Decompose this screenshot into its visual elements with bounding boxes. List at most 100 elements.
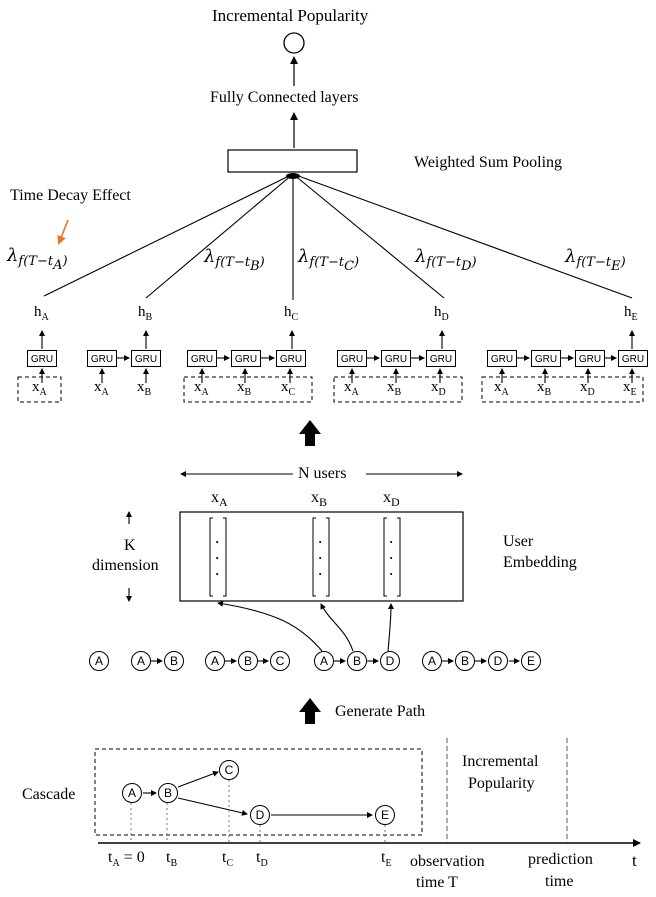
cascade-node-d: D — [250, 805, 270, 825]
hidden-state-d: hD — [434, 304, 449, 323]
time-decay-label: Time Decay Effect — [10, 187, 131, 204]
embedding-dots: · · · — [215, 534, 220, 581]
path-node: B — [347, 651, 367, 671]
time-label-e: tE — [381, 849, 392, 870]
embedding-title-line1: User — [503, 533, 534, 550]
gru-input: xA — [344, 379, 359, 398]
n-users-label: N users — [298, 465, 347, 482]
gru-cell: GRU — [276, 350, 306, 367]
gru-cell: GRU — [337, 350, 367, 367]
time-decay-arrow — [57, 219, 69, 245]
dimension-label: dimension — [92, 557, 159, 574]
gru-cell: GRU — [575, 350, 605, 367]
cascade-node-a: A — [122, 783, 142, 803]
gru-input: xD — [580, 379, 595, 398]
big-up-arrow-1 — [299, 420, 321, 446]
gru-input: xC — [281, 379, 296, 398]
cascade-node-c: C — [219, 760, 239, 780]
path-node: B — [238, 651, 258, 671]
cascade-node-e: E — [375, 805, 395, 825]
time-label-c: tC — [222, 849, 234, 870]
embedding-dots: · · · — [318, 534, 323, 581]
cascade-node-b: B — [158, 783, 178, 803]
gru-input: xA — [494, 379, 509, 398]
path-node: C — [270, 651, 290, 671]
lookup-arrows — [217, 600, 394, 652]
gru-input: xA — [32, 379, 47, 398]
time-label-b: tB — [166, 849, 178, 870]
output-node — [283, 32, 305, 54]
path-node: A — [422, 651, 442, 671]
gru-cell: GRU — [187, 350, 217, 367]
time-label-a: tA = 0 — [108, 849, 145, 870]
gru-cell: GRU — [381, 350, 411, 367]
lambda-weight-d: λf(T−tD) — [415, 246, 477, 274]
gru-input: xB — [387, 379, 402, 398]
path-node: A — [131, 651, 151, 671]
path-node: B — [164, 651, 184, 671]
embedding-title-line2: Embedding — [503, 554, 577, 571]
path-node: A — [314, 651, 334, 671]
gru-cell: GRU — [131, 350, 161, 367]
pooling-box — [227, 149, 358, 173]
cascade-box — [94, 748, 423, 836]
generate-path-label: Generate Path — [335, 703, 426, 720]
embedding-column-brackets — [209, 517, 401, 597]
prediction-label-line1: prediction — [528, 851, 593, 868]
gru-input: xA — [94, 379, 109, 398]
embedding-dots: · · · — [389, 534, 394, 581]
fc-layers-label: Fully Connected layers — [210, 89, 359, 106]
path-node: D — [488, 651, 508, 671]
hidden-state-a: hA — [34, 304, 49, 323]
lambda-weight-e: λf(T−tE) — [565, 246, 626, 274]
path-node: D — [380, 651, 400, 671]
gru-input: xD — [431, 379, 446, 398]
gru-cell: GRU — [426, 350, 456, 367]
hidden-state-b: hB — [138, 304, 153, 323]
time-label-d: tD — [256, 849, 268, 870]
path-node: E — [521, 651, 541, 671]
gru-input: xB — [537, 379, 552, 398]
observation-label-line1: observation — [410, 853, 485, 870]
gru-cell: GRU — [618, 350, 648, 367]
gru-cell: GRU — [231, 350, 261, 367]
prediction-label-line2: time — [545, 873, 574, 890]
gru-cell: GRU — [531, 350, 561, 367]
path-node: B — [455, 651, 475, 671]
output-title: Incremental Popularity — [212, 6, 369, 25]
big-up-arrow-2 — [299, 698, 321, 724]
input-dashed-boxes — [17, 376, 644, 403]
pooling-junction — [286, 173, 300, 179]
cascade-arrows — [143, 770, 373, 818]
time-drop-lines — [130, 780, 386, 843]
gru-cell: GRU — [487, 350, 517, 367]
observation-label-line2: time T — [416, 874, 458, 891]
cascade-label: Cascade — [22, 786, 76, 803]
time-axis-label: t — [632, 851, 637, 870]
gru-to-h-arrows — [39, 330, 635, 349]
embedding-col-label-a: xA — [211, 489, 228, 510]
incremental-label-line1: Incremental — [462, 753, 539, 770]
pooling-lines — [43, 173, 633, 300]
path-node: A — [89, 651, 109, 671]
gru-input: xA — [194, 379, 209, 398]
gru-cell: GRU — [27, 350, 57, 367]
lambda-weight-a: λf(T−tA) — [7, 245, 68, 273]
hidden-state-c: hC — [284, 304, 299, 323]
pooling-label: Weighted Sum Pooling — [414, 154, 563, 171]
embedding-matrix — [179, 511, 464, 602]
gru-input: xB — [137, 379, 152, 398]
lambda-weight-c: λf(T−tC) — [298, 246, 360, 274]
x-to-gru-arrows — [39, 368, 635, 383]
gru-input: xE — [623, 379, 637, 398]
hidden-state-e: hE — [624, 304, 638, 323]
lambda-weight-b: λf(T−tB) — [204, 246, 265, 274]
incremental-label-line2: Popularity — [468, 775, 535, 792]
embedding-col-label-d: xD — [383, 489, 400, 510]
path-node: A — [205, 651, 225, 671]
k-label: K — [124, 537, 136, 554]
embedding-col-label-b: xB — [311, 489, 328, 510]
gru-input: xB — [237, 379, 252, 398]
gru-cell: GRU — [87, 350, 117, 367]
